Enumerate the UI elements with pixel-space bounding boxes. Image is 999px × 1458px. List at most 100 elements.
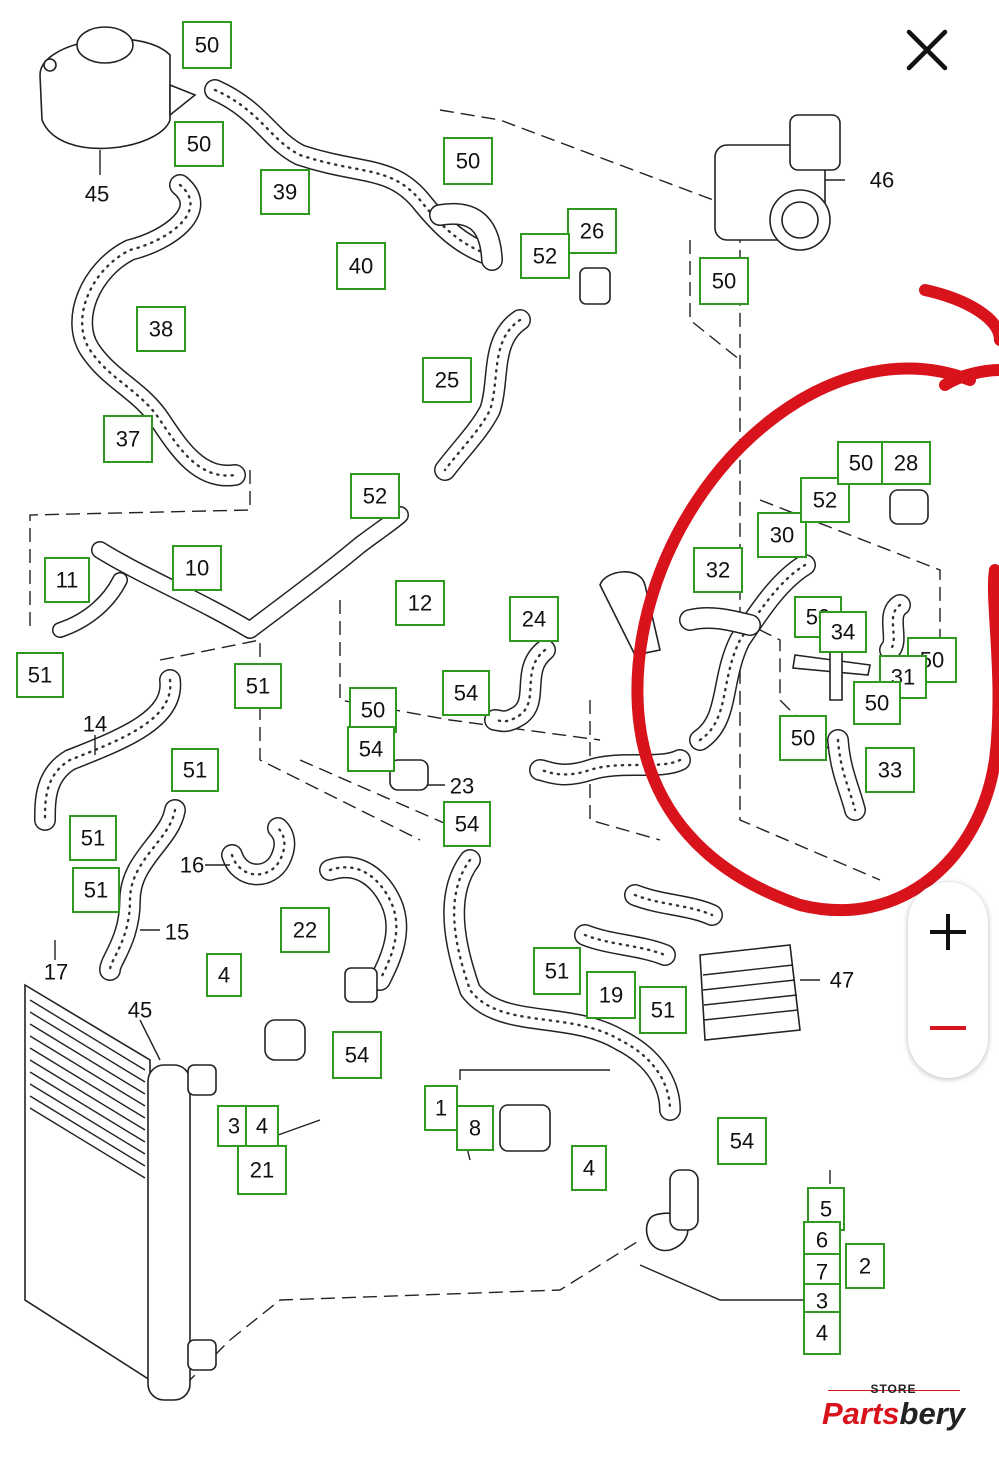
svg-text:40: 40 [349,254,373,279]
callout: 54 [347,726,395,772]
svg-text:24: 24 [522,607,546,632]
svg-text:5: 5 [820,1197,832,1222]
callout: 54 [717,1117,767,1165]
callout: 25 [422,357,472,403]
callout: 12 [395,580,445,626]
svg-text:51: 51 [545,959,569,984]
svg-text:54: 54 [454,681,478,706]
svg-text:54: 54 [345,1043,369,1068]
brand-name: Partsbery [806,1396,981,1432]
svg-text:51: 51 [183,758,207,783]
callout: 50 [837,441,885,485]
svg-text:11: 11 [56,568,79,593]
callout: 22 [280,907,330,953]
svg-text:7: 7 [816,1260,828,1285]
svg-text:50: 50 [361,698,385,723]
callout: 40 [336,242,386,290]
callout: 32 [693,547,743,593]
zoom-in-button[interactable] [908,882,988,980]
svg-text:33: 33 [878,758,902,783]
plain-labels: 45 46 14 17 15 16 23 47 45 [44,168,894,1023]
radiator-fins [29,999,146,1179]
svg-text:54: 54 [359,737,383,762]
callout: 50 [443,137,493,185]
callout: 51 [69,815,117,861]
callout: 52 [520,233,570,279]
svg-text:1: 1 [435,1096,447,1121]
callout: 50 [174,121,224,167]
callout: 50 [779,715,827,761]
svg-text:51: 51 [84,878,108,903]
part-callouts: 50 50 39 40 50 38 37 26 52 25 46 50 52 1… [16,21,957,1355]
svg-text:10: 10 [185,556,209,581]
svg-text:8: 8 [469,1116,481,1141]
callout: 52 [350,473,400,519]
callout: 4 [803,1311,841,1355]
svg-text:2: 2 [859,1254,871,1279]
svg-text:4: 4 [256,1114,268,1139]
zoom-control-panel [908,882,988,1078]
svg-text:50: 50 [791,726,815,751]
brand-logo: STORE Partsbery [806,1382,981,1442]
svg-text:52: 52 [363,484,387,509]
callout: 11 [44,557,90,603]
plain-label-47: 47 [830,968,854,993]
callout: 51 [234,663,282,709]
svg-text:54: 54 [730,1129,754,1154]
brand-divider [828,1390,960,1391]
callout: 6 [803,1221,841,1259]
callout: 4 [571,1145,607,1191]
callout: 51 [72,867,120,913]
svg-text:30: 30 [770,523,794,548]
callout: 26 [567,208,617,254]
plain-label-14: 14 [83,712,107,737]
callout: 54 [332,1031,382,1079]
callout: 50 [349,687,397,733]
svg-text:3: 3 [228,1114,240,1139]
close-icon [906,29,948,71]
svg-text:51: 51 [81,826,105,851]
svg-text:50: 50 [865,691,889,716]
callout: 24 [509,596,559,642]
svg-text:54: 54 [455,812,479,837]
callout: 37 [103,415,153,463]
callout: 28 [881,441,931,485]
callout: 30 [757,512,807,558]
svg-text:25: 25 [435,368,459,393]
minus-icon [930,1026,966,1030]
svg-text:4: 4 [583,1156,595,1181]
plain-label-15: 15 [165,920,189,945]
plain-label-17: 17 [44,960,68,985]
callout: 51 [171,748,219,792]
zoom-out-button[interactable] [908,980,988,1078]
svg-text:52: 52 [813,488,837,513]
svg-text:50: 50 [456,149,480,174]
svg-text:37: 37 [116,427,140,452]
brand-store-text: STORE [870,1382,917,1396]
close-button[interactable] [897,22,957,78]
svg-text:50: 50 [712,269,736,294]
svg-text:28: 28 [894,451,918,476]
callout: 21 [237,1145,287,1195]
callout: 50 [699,257,749,305]
callout: 52 [800,477,850,523]
plain-label-23: 23 [450,774,474,799]
callout: 4 [245,1105,279,1147]
callout: 1 [424,1085,458,1131]
callout: 51 [639,986,687,1034]
svg-text:3: 3 [816,1289,828,1314]
svg-text:34: 34 [831,620,855,645]
svg-text:32: 32 [706,558,730,583]
callout: 39 [260,169,310,215]
svg-text:51: 51 [28,663,52,688]
callout: 50 [182,21,232,69]
svg-text:52: 52 [533,244,557,269]
callout: 8 [456,1105,494,1151]
brand-name-part-a: Parts [821,1396,900,1431]
plain-label-45-radiator: 45 [128,998,152,1023]
svg-text:39: 39 [273,180,297,205]
svg-text:51: 51 [246,674,270,699]
callout: 3 [217,1105,251,1147]
svg-text:4: 4 [218,963,230,988]
svg-text:21: 21 [250,1158,274,1183]
